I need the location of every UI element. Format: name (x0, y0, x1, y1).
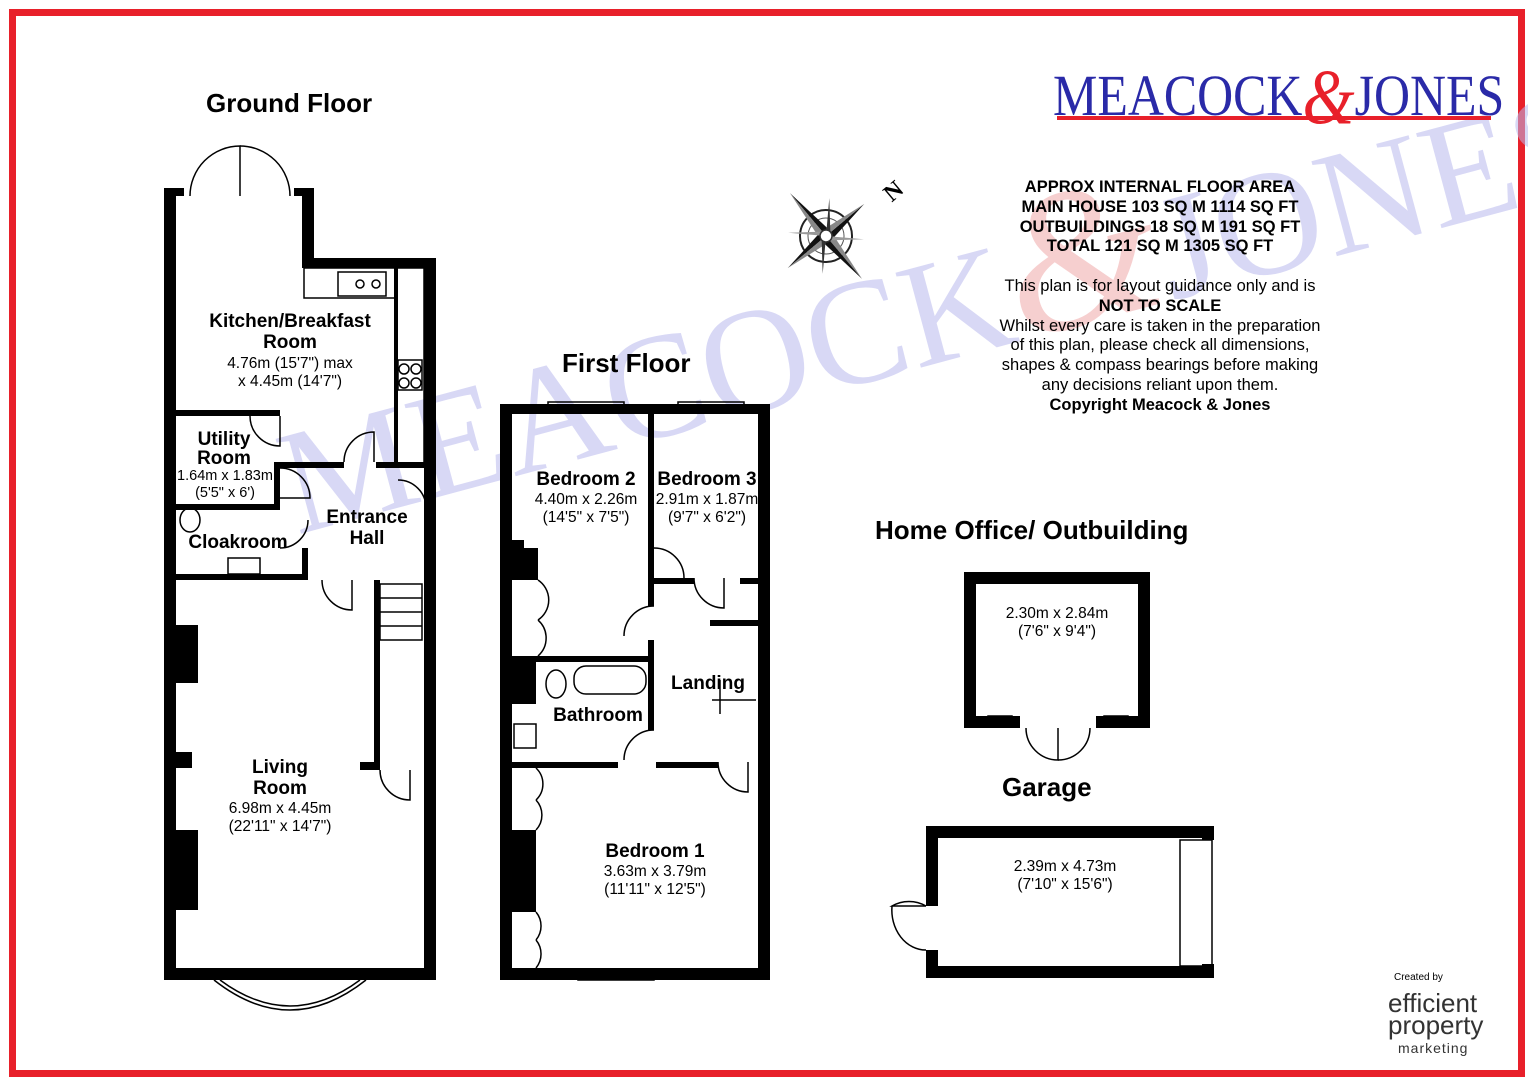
bedroom2-dim-1: 4.40m x 2.26m (534, 491, 638, 508)
utility-dim-2: (5'5" x 6') (195, 485, 255, 501)
landing-name: Landing (671, 673, 745, 694)
brand-amp: & (1302, 53, 1355, 140)
credit-created-by: Created by (1394, 972, 1443, 983)
area-line-3: OUTBUILDINGS 18 SQ M 191 SQ FT (1019, 217, 1301, 236)
bedroom3-name: Bedroom 3 (657, 469, 757, 490)
compass-rose-icon: N (787, 176, 909, 279)
living-dim-1: 6.98m x 4.45m (228, 800, 332, 817)
disclaimer-line-2: NOT TO SCALE (1098, 296, 1222, 315)
area-line-2: MAIN HOUSE 103 SQ M 1114 SQ FT (1021, 197, 1299, 216)
office-heading: Home Office/ Outbuilding (875, 515, 1189, 545)
bedroom3-dim-2: (9'7" x 6'2") (667, 509, 747, 526)
page-border (9, 9, 1525, 1077)
bedroom1-dim-2: (11'11" x 12'5") (604, 881, 706, 898)
entrance-name-2: Hall (349, 528, 385, 549)
disclaimer-line-1: This plan is for layout guidance only an… (1004, 277, 1316, 295)
disclaimer-line-7: Copyright Meacock & Jones (1049, 395, 1271, 414)
kitchen-dim-1: 4.76m (15'7") max (227, 355, 353, 372)
kitchen-name-1: Kitchen/Breakfast (209, 311, 371, 332)
living-name-1: Living (252, 757, 308, 778)
disclaimer: This plan is for layout guidance only an… (960, 277, 1360, 416)
living-dim-2: (22'11" x 14'7") (228, 818, 332, 835)
entrance-name-1: Entrance (326, 507, 408, 528)
utility-name-2: Room (197, 448, 251, 469)
garage-dim-1: 2.39m x 4.73m (1013, 858, 1117, 875)
garage-dim-2: (7'10" x 15'6") (1017, 876, 1113, 893)
bedroom1-dim-1: 3.63m x 3.79m (603, 863, 707, 880)
credit-line-1: efficient (1388, 988, 1478, 1018)
utility-name-1: Utility (197, 429, 251, 450)
ground-floor-heading: Ground Floor (206, 88, 373, 118)
brand-underline (1057, 116, 1491, 120)
bedroom2-name: Bedroom 2 (536, 469, 636, 490)
utility-dim-1: 1.64m x 1.83m (177, 468, 273, 484)
kitchen-dim-2: x 4.45m (14'7") (237, 373, 343, 390)
area-info: APPROX INTERNAL FLOOR AREA MAIN HOUSE 10… (960, 178, 1360, 257)
office-dim-2: (7'6" x 9'4") (1017, 623, 1097, 640)
bedroom2-dim-2: (14'5" x 7'5") (542, 509, 630, 526)
disclaimer-line-6: any decisions reliant upon them. (1041, 375, 1279, 394)
credit-logo: efficient property (1388, 988, 1484, 1040)
first-floor-heading: First Floor (562, 348, 691, 378)
living-name-2: Room (253, 778, 307, 799)
bedroom3-dim-1: 2.91m x 1.87m (655, 491, 759, 508)
credit-line-2: property (1388, 1010, 1484, 1040)
kitchen-name-2: Room (263, 332, 317, 353)
bathroom-name: Bathroom (553, 705, 643, 726)
disclaimer-line-4: of this plan, please check all dimension… (1010, 336, 1310, 355)
bedroom1-name: Bedroom 1 (605, 841, 705, 862)
disclaimer-line-3: Whilst every care is taken in the prepar… (999, 316, 1321, 335)
area-line-1: APPROX INTERNAL FLOOR AREA (1024, 178, 1296, 196)
disclaimer-line-5: shapes & compass bearings before making (1001, 356, 1319, 375)
credit-line-3: marketing (1398, 1040, 1469, 1056)
garage-heading: Garage (1002, 772, 1092, 802)
office-dim-1: 2.30m x 2.84m (1005, 605, 1109, 622)
cloakroom-name: Cloakroom (188, 532, 288, 553)
area-line-4: TOTAL 121 SQ M 1305 SQ FT (1046, 237, 1274, 256)
